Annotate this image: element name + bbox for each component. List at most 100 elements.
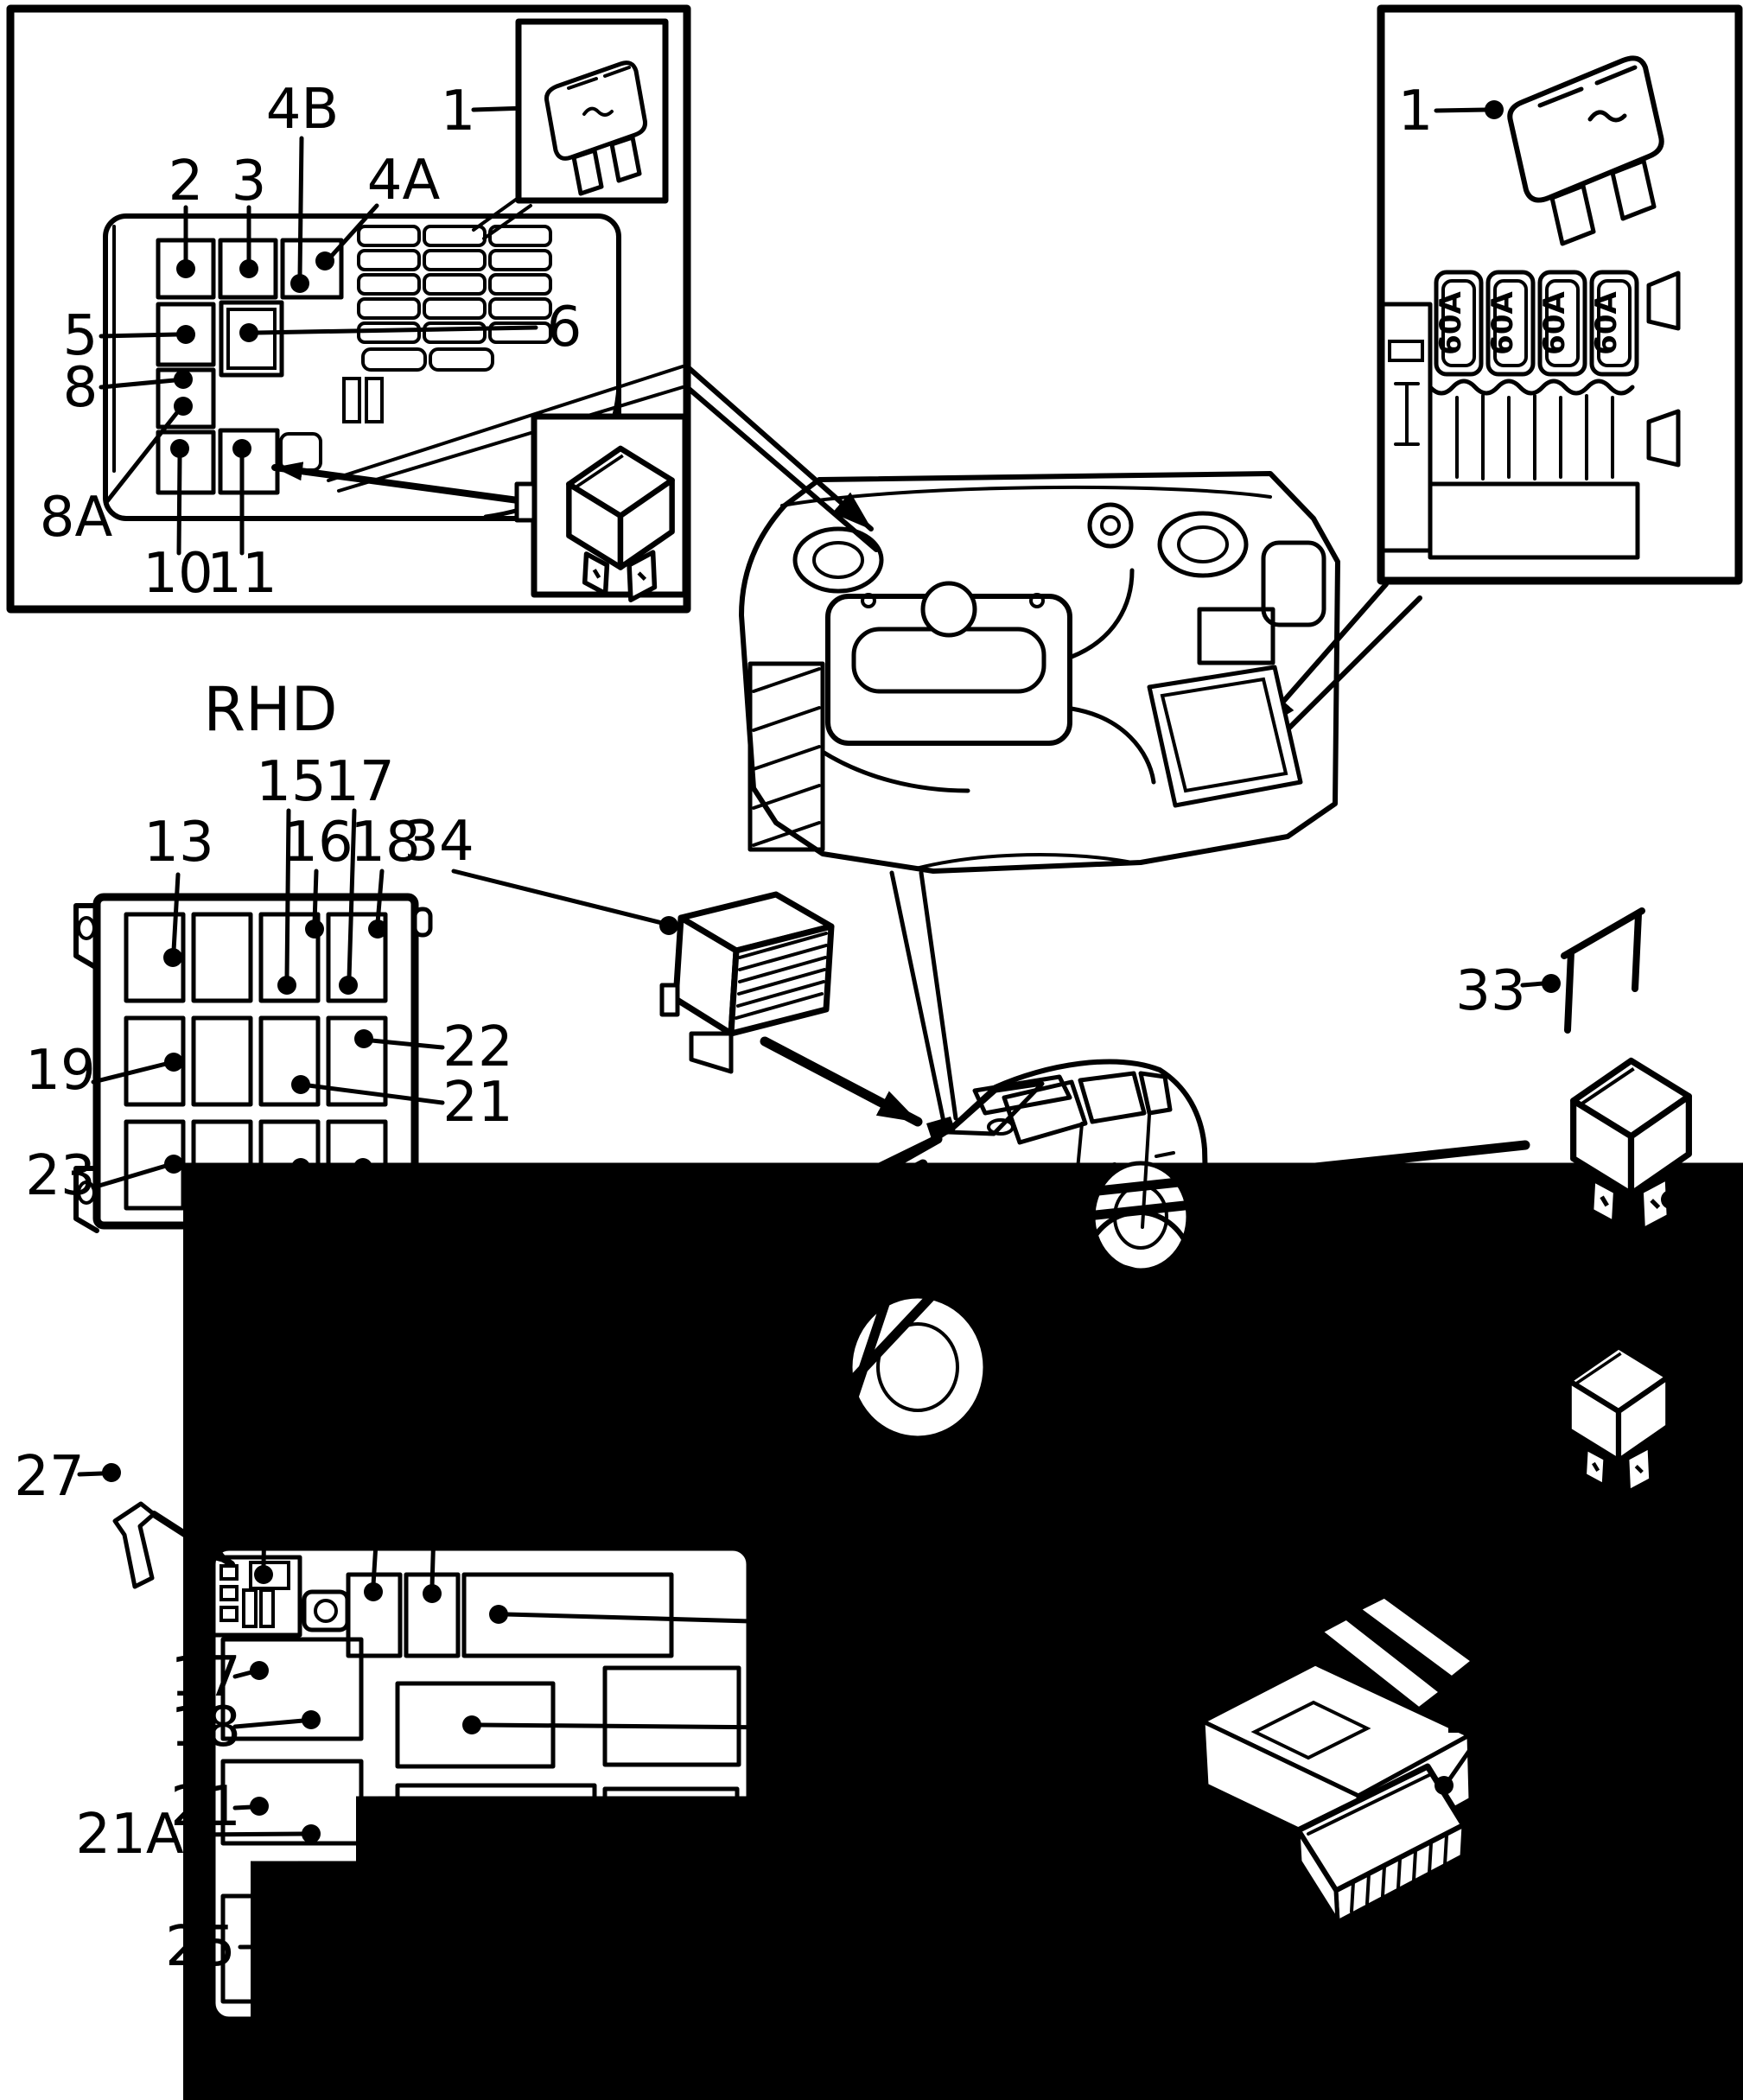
callout-4a-label: 4A xyxy=(367,149,441,213)
callout-6-label: 6 xyxy=(547,296,582,360)
screw-29-lower-icon xyxy=(1411,1964,1457,2007)
rhd-relay-box: RHD 13 15 16 17 xyxy=(25,674,1743,2100)
lhd-callout-23: 23 xyxy=(790,1834,860,1898)
maxi-fuse-60a: 60A xyxy=(1589,270,1639,377)
ecu-assembly: 28 29 29 xyxy=(1116,1594,1682,2026)
fuse-rating-label: 60A xyxy=(1589,291,1624,355)
lhd-callout-16: 16 xyxy=(790,1590,860,1654)
fuse-rating-label: 60A xyxy=(1537,291,1572,355)
rhd-title: RHD xyxy=(203,674,337,745)
callout-1-label: 1 xyxy=(1398,80,1434,143)
callout-35-label: 35 xyxy=(1435,1467,1505,1530)
connector-block-13 xyxy=(211,1555,350,1638)
relay-box-rhd xyxy=(92,893,419,1230)
lhd-leaders xyxy=(183,1514,785,2075)
mini-fuse-grid xyxy=(279,225,552,472)
lhd-callout-17: 17 xyxy=(170,1645,240,1709)
callout-10-label: 10 xyxy=(143,542,213,606)
lhd-callout-27: 27 xyxy=(14,1445,84,1509)
car-location-pointers xyxy=(628,1036,1549,1669)
lhd-callout-19: 19 xyxy=(790,1696,860,1760)
maxi-fuse-panel: 1 60A 60A 60A 60A xyxy=(1255,4,1743,748)
lhd-callout-14: 14 xyxy=(345,1469,415,1533)
fuse-rating-label: 60A xyxy=(1485,291,1520,355)
front-door-window xyxy=(1002,1079,1088,1145)
rhd-callout-17: 17 xyxy=(324,750,394,814)
callout-29-lower-label: 29 xyxy=(1295,1962,1365,2026)
location-pointer xyxy=(919,870,958,1121)
callout-2-label: 2 xyxy=(169,150,204,213)
rear-door-window xyxy=(1078,1071,1147,1124)
panel-pointer xyxy=(684,364,874,531)
relay-inset xyxy=(514,413,689,600)
engine-fusebox-drawing xyxy=(103,213,621,521)
screw-29-upper-icon xyxy=(1520,1912,1553,1954)
fuse-rating-label: 60A xyxy=(1434,291,1468,355)
lhd-callout-26: 26 xyxy=(790,1920,860,1984)
clip-27-pointer xyxy=(150,1511,235,1568)
callout-30-label: 30 xyxy=(1438,1538,1508,1602)
car-illustration xyxy=(758,1059,1209,1441)
airbox-icon xyxy=(747,661,825,852)
rhd-sockets xyxy=(124,912,1743,2100)
rhd-callout-18: 18 xyxy=(350,811,420,875)
body-components: 33 32 35 30 xyxy=(1298,907,1740,1602)
car-body-outline xyxy=(758,1059,1209,1424)
rhd-callout-22: 22 xyxy=(442,1015,512,1079)
rhd-callout-13: 13 xyxy=(143,811,213,875)
callout-32-label: 32 xyxy=(1669,1231,1739,1295)
callout-29-upper-label: 29 xyxy=(1611,1780,1681,1844)
clip-33-icon xyxy=(1561,907,1645,1034)
component-30-icon xyxy=(1298,1403,1428,1485)
reservoir-icon xyxy=(1261,540,1326,627)
blade-fuse-inset xyxy=(515,18,669,204)
lhd-callout-25: 25 xyxy=(165,1915,235,1979)
rhd-callout-26: 26 xyxy=(328,1246,398,1310)
clip-27-icon xyxy=(112,1501,156,1589)
location-pointer xyxy=(889,870,946,1124)
mirror-icon xyxy=(987,1118,1015,1136)
engine-fusebox-panel: 2 3 4B 4A 1 5 8 8A 10 11 6 xyxy=(6,4,691,614)
lhd-callout-21a: 21A xyxy=(75,1803,183,1867)
ecu-module-icon xyxy=(1295,1763,1467,1925)
rhd-leaders xyxy=(91,808,665,1250)
strut-tower-icon xyxy=(792,526,884,594)
rhd-callout-23: 23 xyxy=(25,1144,95,1208)
maxi-fuse-holder-icon: 60A 60A 60A 60A xyxy=(1380,270,1681,560)
engine-bay-illustration xyxy=(739,471,1340,874)
grille xyxy=(766,1244,837,1310)
lhd-title: LHD xyxy=(294,1404,420,1475)
quarter-window xyxy=(1138,1071,1173,1116)
module-34-icon xyxy=(659,891,835,1074)
engine-fusebox-leaders xyxy=(99,99,684,556)
lhd-callout-31: 31 xyxy=(790,2041,860,2100)
door-handles xyxy=(1092,1151,1175,1170)
maxi-fuse-60a: 60A xyxy=(1537,270,1587,377)
callout-1-label: 1 xyxy=(441,80,476,143)
maxi-fuse-60a: 60A xyxy=(1434,270,1484,377)
panel-pointer xyxy=(684,385,879,552)
callout-8a-label: 8A xyxy=(40,486,113,550)
callout-3-label: 3 xyxy=(232,150,267,213)
rhd-callout-34: 34 xyxy=(404,810,474,874)
battery-icon xyxy=(1147,665,1303,808)
blade-fuse-icon-large xyxy=(1507,55,1664,246)
callout-33-label: 33 xyxy=(1455,959,1525,1023)
windshield xyxy=(946,1081,1045,1136)
screw-31-pointer xyxy=(557,2053,627,2088)
screw-31-icon xyxy=(635,2037,678,2100)
cowl-location-mark xyxy=(926,1117,956,1139)
rhd-callout-21: 21 xyxy=(442,1071,512,1135)
callout-11-label: 11 xyxy=(207,542,277,606)
rhd-callout-19: 19 xyxy=(25,1039,95,1103)
callout-8-label: 8 xyxy=(63,356,99,420)
front-wheel-icon xyxy=(848,1294,988,1441)
wiring-harness-icon xyxy=(1116,1594,1476,1895)
blade-fuse-icon xyxy=(544,60,647,196)
lhd-sockets xyxy=(220,1572,1743,2100)
rhd-callout-25: 25 xyxy=(270,1246,340,1310)
lhd-callout-13: 13 xyxy=(229,1456,299,1520)
lhd-callout-22: 22 xyxy=(790,1780,860,1844)
